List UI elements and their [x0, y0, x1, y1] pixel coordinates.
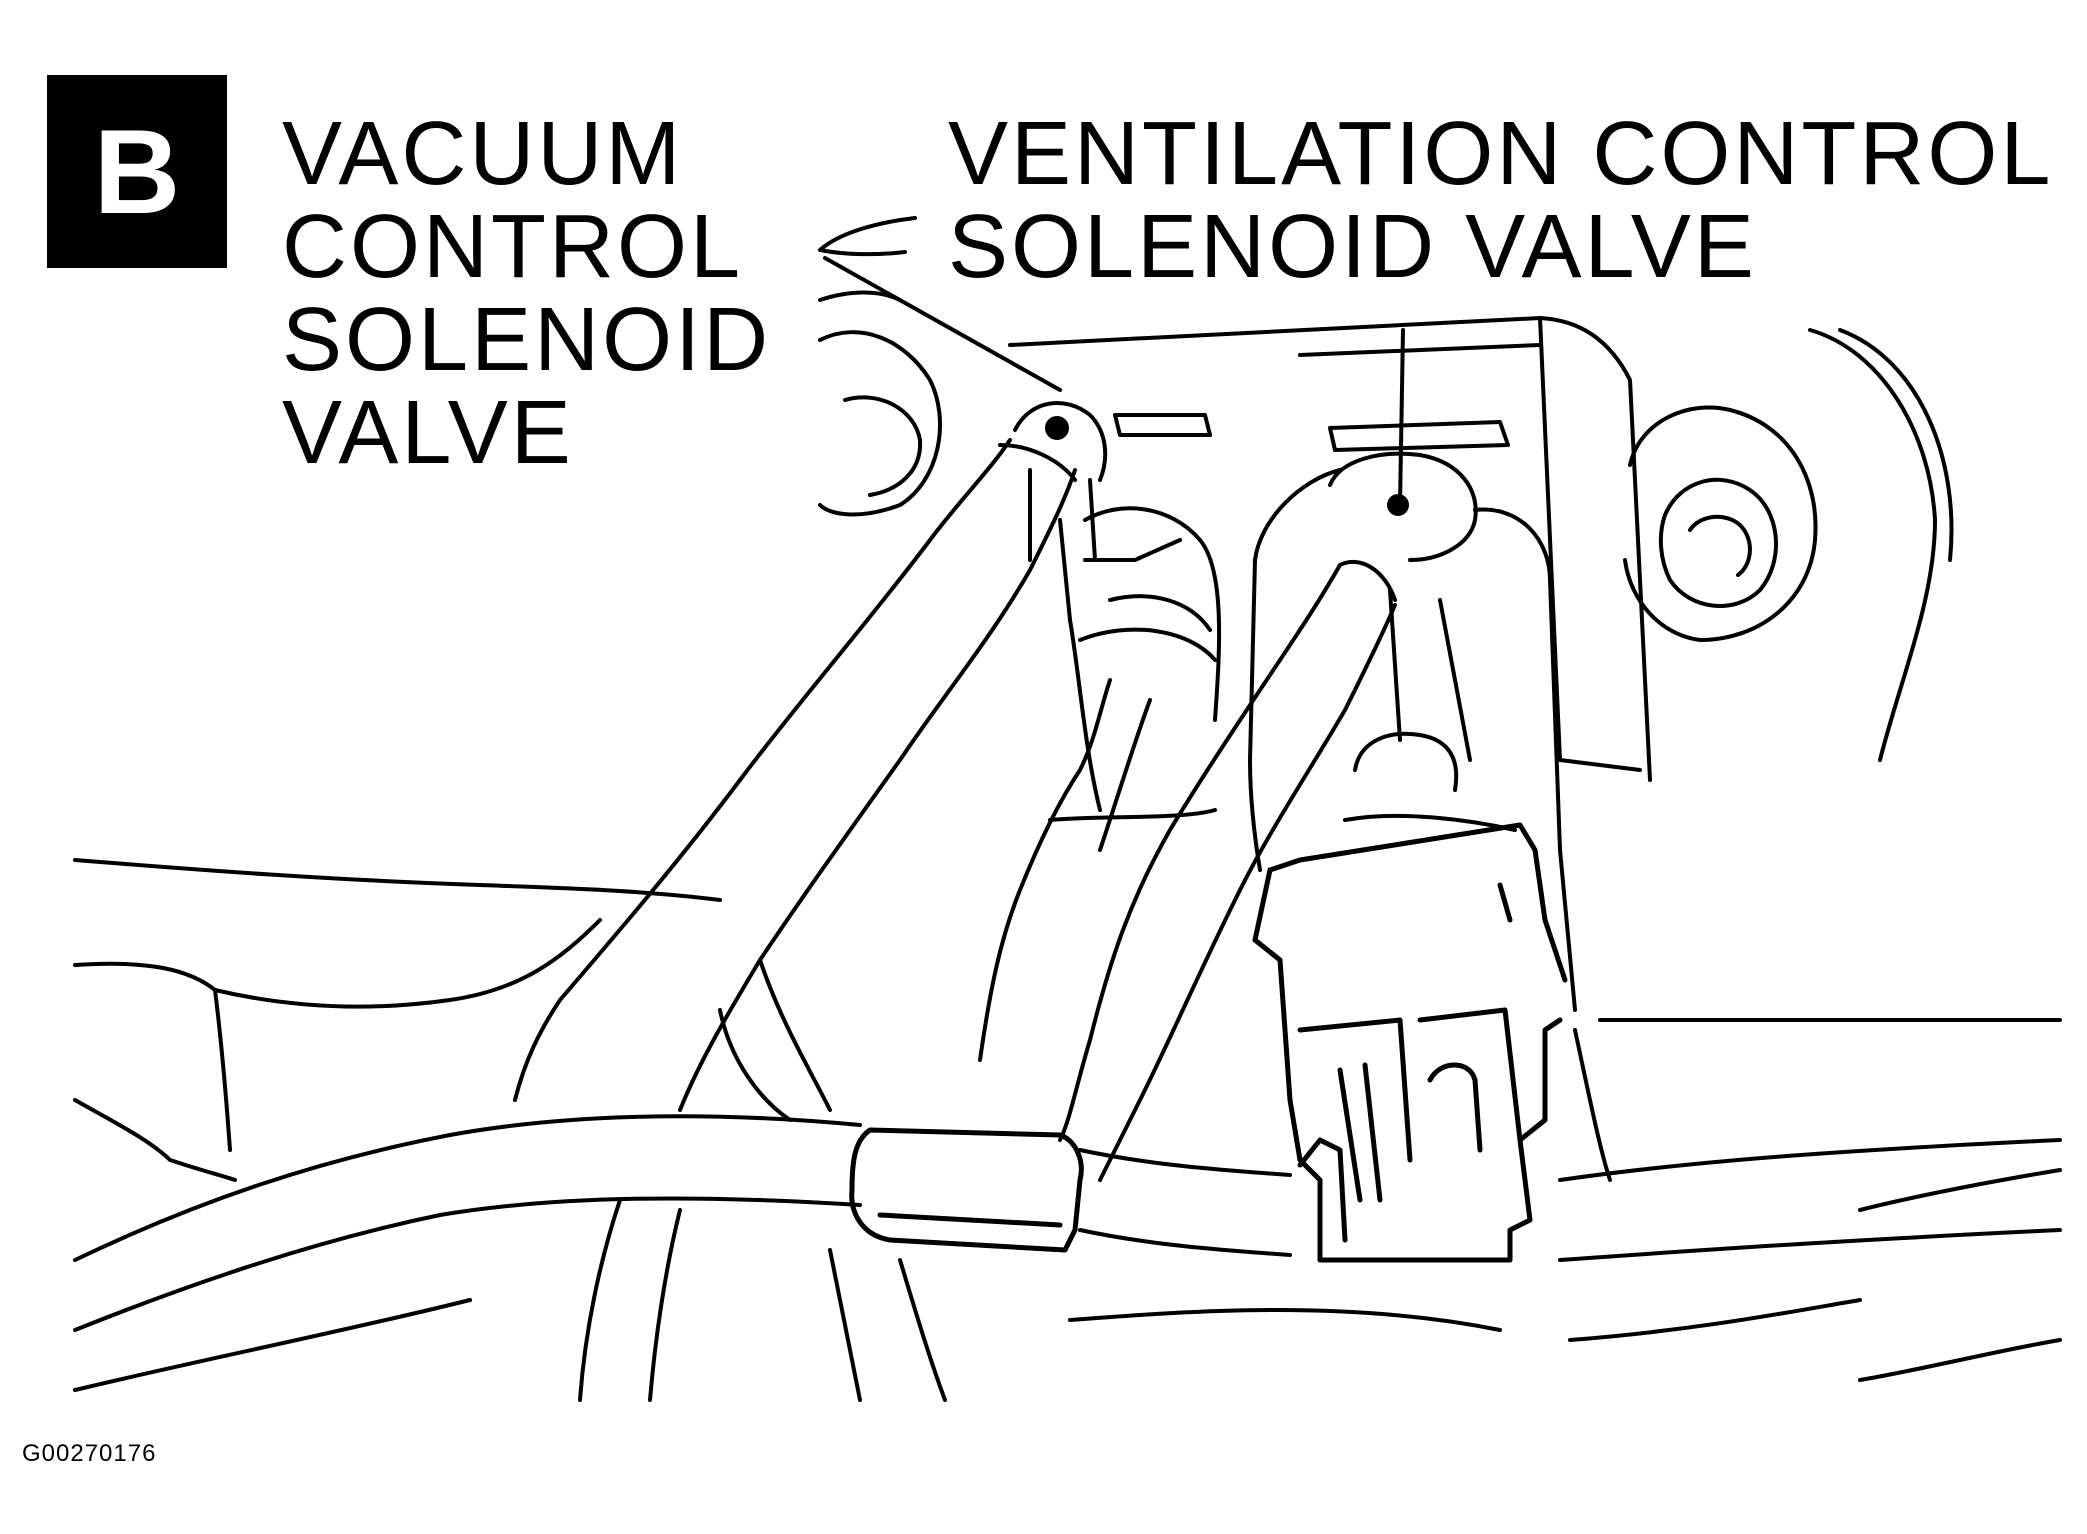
- hose-clamp: [849, 1127, 1084, 1253]
- lower-hoses: [578, 958, 947, 1402]
- right-background-lines: [1573, 1017, 2062, 1382]
- label-line: VALVE: [282, 383, 574, 483]
- vacuum-hose-left: [513, 438, 1077, 1112]
- section-badge: B: [47, 75, 227, 268]
- figure-id: G00270176: [22, 1440, 157, 1467]
- ventilation-hose: [978, 559, 1397, 1182]
- left-background-panels: [73, 858, 1862, 1392]
- electrical-connector: [1252, 822, 1568, 1263]
- mounting-bracket: [818, 290, 1652, 782]
- ventilation-leader-line: [1387, 328, 1409, 516]
- label-line: VACUUM: [282, 104, 684, 204]
- vacuum-solenoid-valve: [1013, 401, 1222, 822]
- horizontal-hose: [73, 1114, 2062, 1332]
- vacuum-leader-line: [818, 216, 1062, 392]
- vacuum-control-solenoid-valve-label: VACUUM CONTROL SOLENOID VALVE: [282, 108, 771, 480]
- label-line: CONTROL: [282, 197, 744, 297]
- label-line: SOLENOID: [282, 290, 772, 390]
- right-round-mount: [1623, 328, 1954, 762]
- section-letter: B: [93, 104, 181, 239]
- ventilation-solenoid-valve: [1248, 451, 1577, 1012]
- label-line: SOLENOID VALVE: [948, 197, 1757, 297]
- ventilation-control-solenoid-valve-label: VENTILATION CONTROL SOLENOID VALVE: [948, 108, 2053, 294]
- label-line: VENTILATION CONTROL: [948, 104, 2054, 204]
